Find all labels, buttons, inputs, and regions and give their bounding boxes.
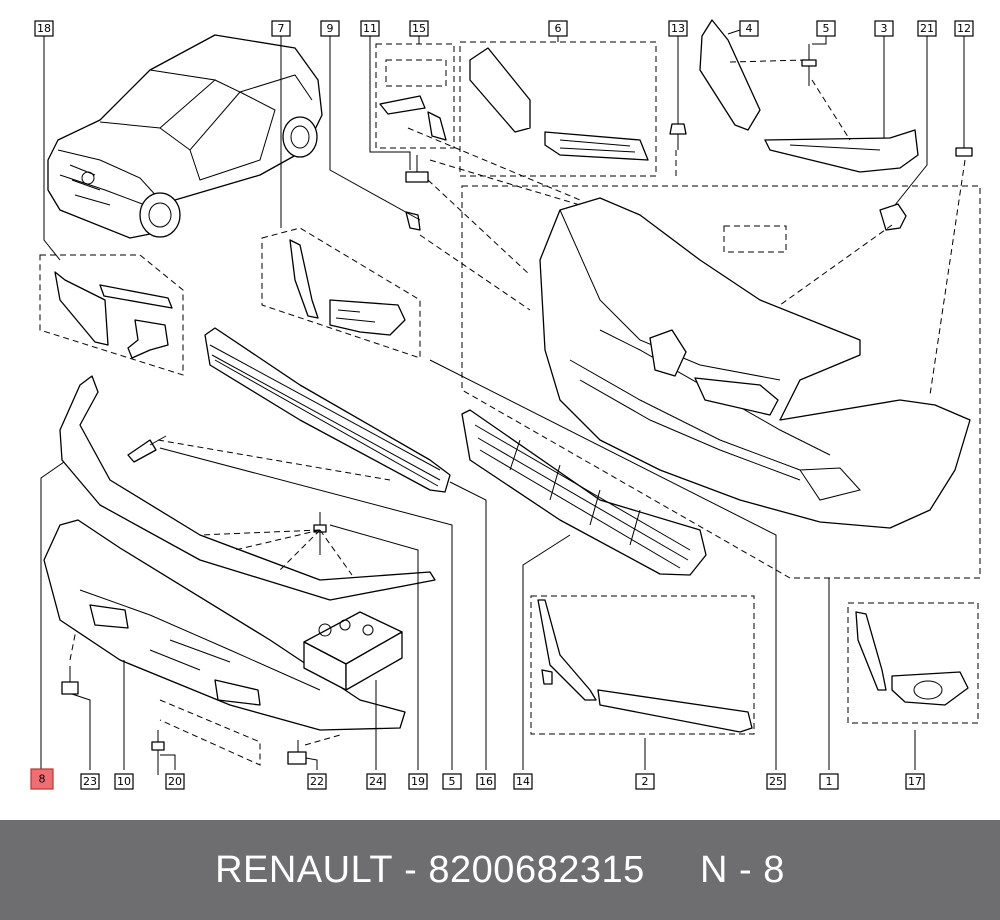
- leader-lines: [40, 29, 965, 770]
- screw-12: [955, 128, 973, 157]
- group-box-17: [847, 602, 979, 724]
- screw-5: [801, 44, 817, 86]
- footer-gap: [645, 849, 700, 892]
- callout-15-text: 15: [412, 22, 426, 35]
- callout-5-lower[interactable]: 5: [442, 773, 462, 790]
- callout-2-text: 2: [642, 775, 649, 788]
- callout-13[interactable]: 13: [668, 20, 688, 37]
- assembly-arrows: [69, 59, 966, 746]
- callout-19-text: 19: [411, 775, 425, 788]
- callout-16-text: 16: [479, 775, 493, 788]
- fastener-20: [151, 730, 165, 775]
- callout-9[interactable]: 9: [320, 20, 340, 37]
- callout-10-text: 10: [117, 775, 131, 788]
- callout-20-text: 20: [168, 775, 182, 788]
- callout-7-text: 7: [278, 22, 285, 35]
- callout-14[interactable]: 14: [513, 773, 533, 790]
- callout-9-text: 9: [327, 22, 334, 35]
- part-6-grilles: [469, 47, 649, 161]
- group-box-2: [530, 595, 755, 735]
- callout-23-text: 23: [83, 775, 97, 788]
- screw-11: [405, 155, 429, 183]
- callout-21-text: 21: [920, 22, 934, 35]
- part-15-clips: [379, 95, 447, 141]
- callout-24-text: 24: [369, 775, 383, 788]
- part-4-bracket: [699, 19, 761, 131]
- callout-2[interactable]: 2: [635, 773, 655, 790]
- group-box-6: [459, 41, 657, 177]
- part-info-footer: RENAULT - 8200682315 N - 8: [0, 820, 1000, 920]
- callout-5-text: 5: [823, 22, 830, 35]
- callout-15[interactable]: 15: [409, 20, 429, 37]
- exploded-bumper-diagram: 18 7 9 11 15 6 13 4 5 3 21 12 8 23 10 20…: [30, 19, 981, 790]
- part-1-front-bumper: [539, 197, 971, 529]
- callout-25[interactable]: 25: [766, 773, 786, 790]
- part-2-trim-strip: [537, 599, 753, 733]
- fastener-23: [61, 666, 79, 695]
- part-17-fog-surround: [855, 611, 969, 706]
- part-14-lower-grille: [461, 409, 707, 576]
- part-10-undertray: [43, 519, 406, 731]
- part-18-brackets: [54, 271, 173, 359]
- brand-name: RENAULT: [215, 848, 394, 891]
- part-3-guide: [764, 129, 919, 173]
- callout-17-text: 17: [908, 775, 922, 788]
- callout-8-selected[interactable]: 8: [30, 768, 54, 790]
- part-number: 8200682315: [428, 848, 645, 891]
- callout-21[interactable]: 21: [917, 20, 937, 37]
- part-24-fixing-kit: [303, 611, 403, 691]
- group-box-1: [461, 185, 981, 579]
- callout-3-text: 3: [881, 22, 888, 35]
- callout-6[interactable]: 6: [548, 20, 568, 37]
- callout-18-text: 18: [37, 22, 51, 35]
- car-illustration: [47, 34, 323, 239]
- fastener-22: [287, 740, 307, 765]
- group-box-15: [375, 43, 455, 149]
- callout-19[interactable]: 19: [408, 773, 428, 790]
- clip-21: [879, 203, 907, 231]
- callout-11[interactable]: 11: [360, 20, 380, 37]
- callout-16[interactable]: 16: [476, 773, 496, 790]
- callout-18[interactable]: 18: [34, 20, 54, 37]
- callout-4-text: 4: [746, 22, 753, 35]
- screw-13: [669, 123, 687, 150]
- callout-23[interactable]: 23: [80, 773, 100, 790]
- callout-4[interactable]: 4: [739, 20, 759, 37]
- callout-8-text: 8: [39, 773, 46, 786]
- callout-12[interactable]: 12: [954, 20, 974, 37]
- position-label: N - 8: [700, 848, 785, 891]
- callout-20[interactable]: 20: [165, 773, 185, 790]
- group-box-18: [39, 254, 184, 376]
- callout-13-text: 13: [671, 22, 685, 35]
- callout-22-text: 22: [310, 775, 324, 788]
- part-8-spoiler-lip: [59, 375, 436, 601]
- callout-24[interactable]: 24: [366, 773, 386, 790]
- callout-1[interactable]: 1: [819, 773, 839, 790]
- callout-1-text: 1: [826, 775, 833, 788]
- callout-3[interactable]: 3: [874, 20, 894, 37]
- callout-17[interactable]: 17: [905, 773, 925, 790]
- part-7-trims: [289, 239, 406, 336]
- callout-12-text: 12: [957, 22, 971, 35]
- callout-22[interactable]: 22: [307, 773, 327, 790]
- callout-7[interactable]: 7: [271, 20, 291, 37]
- footer-separator: -: [393, 848, 429, 891]
- callout-5b-text: 5: [449, 775, 456, 788]
- callout-10[interactable]: 10: [114, 773, 134, 790]
- callout-25-text: 25: [769, 775, 783, 788]
- part-16-upper-grille: [204, 327, 451, 493]
- callout-5[interactable]: 5: [816, 20, 836, 37]
- callout-14-text: 14: [516, 775, 530, 788]
- callout-6-text: 6: [555, 22, 562, 35]
- group-box-7: [261, 227, 421, 359]
- group-box-10: [159, 699, 261, 766]
- part-9-clip: [405, 211, 421, 231]
- callout-11-text: 11: [363, 22, 377, 35]
